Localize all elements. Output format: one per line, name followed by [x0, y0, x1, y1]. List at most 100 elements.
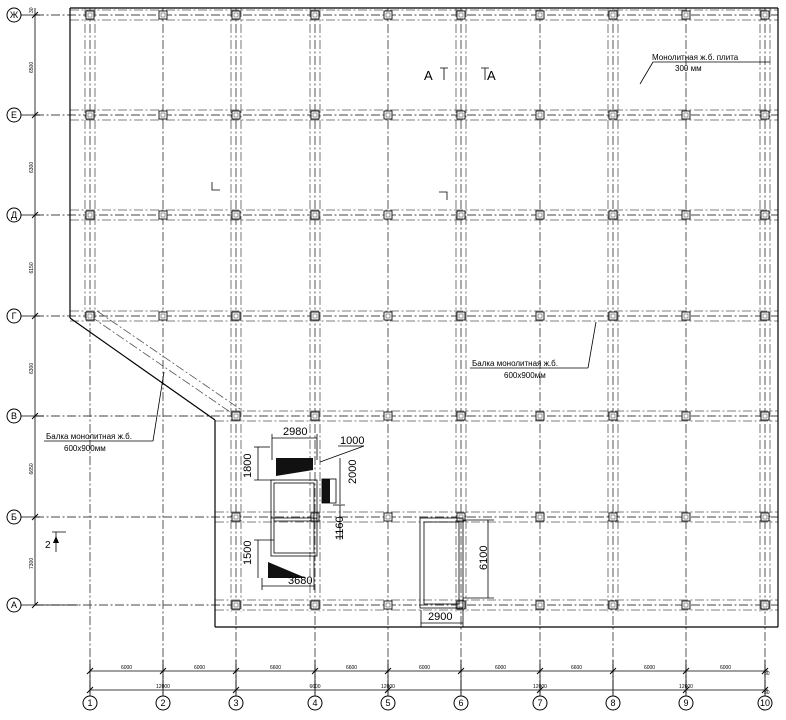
column-core	[312, 112, 318, 118]
column-core	[458, 514, 464, 520]
column-core	[762, 514, 768, 520]
column	[608, 411, 618, 421]
annotations-text: Монолитная ж.б. плита 300 мм Балка монол…	[29, 7, 770, 696]
column	[231, 600, 241, 610]
column	[535, 600, 545, 610]
axis-label-6: 6	[458, 698, 463, 708]
section-two-label: 2	[45, 540, 51, 551]
column	[608, 10, 618, 20]
column	[456, 210, 466, 220]
column-core	[87, 112, 93, 118]
column-core	[160, 112, 166, 118]
axis-label-4: 4	[312, 698, 317, 708]
column	[456, 600, 466, 610]
dim-left-span: 6650	[29, 463, 35, 474]
column-core	[762, 313, 768, 319]
column-core	[233, 112, 239, 118]
hatch-bottom	[268, 562, 306, 578]
column	[383, 512, 393, 522]
column	[456, 311, 466, 321]
dim-2000: 2000	[347, 460, 359, 484]
column	[383, 210, 393, 220]
column-core	[762, 112, 768, 118]
bottom-span-dims: 6000600066006600600060006600600060001200…	[121, 665, 731, 690]
dim-left-span: 6150	[29, 262, 35, 273]
column-core	[683, 313, 689, 319]
column-core	[385, 112, 391, 118]
column-core	[160, 313, 166, 319]
dim-1800: 1800	[242, 454, 254, 478]
column-core	[87, 12, 93, 18]
hatch-top	[276, 458, 313, 476]
column-core	[233, 413, 239, 419]
column	[681, 411, 691, 421]
column	[681, 600, 691, 610]
dim-1000: 1000	[340, 435, 364, 447]
column-core	[762, 413, 768, 419]
column	[85, 311, 95, 321]
axis-label-Ж: Ж	[10, 10, 19, 20]
column-core	[683, 12, 689, 18]
dim-2980: 2980	[283, 426, 307, 438]
column	[310, 411, 320, 421]
column	[760, 512, 770, 522]
column-core	[537, 602, 543, 608]
dim-bottom-row1: 6600	[346, 665, 357, 671]
slab-label-line1: Монолитная ж.б. плита	[652, 53, 739, 62]
column-core	[312, 602, 318, 608]
hatch-side	[322, 479, 330, 503]
column-core	[610, 112, 616, 118]
column	[231, 411, 241, 421]
dim-left-span: 6300	[29, 162, 35, 173]
section-a-left: А	[424, 68, 433, 83]
column-core	[458, 212, 464, 218]
dim-left-span: 7300	[29, 558, 35, 569]
column	[608, 512, 618, 522]
column-core	[385, 602, 391, 608]
column-core	[87, 212, 93, 218]
column	[535, 10, 545, 20]
bottom-edge-mark-2: 30	[764, 690, 770, 696]
dim-3680: 3680	[288, 575, 312, 587]
dim-1160: 1160	[334, 516, 346, 540]
column	[231, 512, 241, 522]
column	[535, 512, 545, 522]
dim-bottom-row1: 6000	[495, 665, 506, 671]
column	[383, 600, 393, 610]
dim-bottom-row1: 6000	[720, 665, 731, 671]
column-core	[610, 12, 616, 18]
bottom-edge-mark-1: 30	[764, 671, 770, 677]
column-core	[610, 212, 616, 218]
axis-label-Г: Г	[12, 311, 17, 321]
column-core	[233, 602, 239, 608]
grid-lines	[35, 8, 778, 700]
dim-bottom-row1: 6600	[270, 665, 281, 671]
column	[383, 311, 393, 321]
column	[310, 210, 320, 220]
axis-label-А: А	[11, 600, 17, 610]
column	[760, 10, 770, 20]
column-core	[312, 413, 318, 419]
column-core	[458, 313, 464, 319]
column-core	[233, 12, 239, 18]
column	[456, 110, 466, 120]
dim-bottom-row1: 6000	[419, 665, 430, 671]
column-core	[762, 602, 768, 608]
column	[231, 10, 241, 20]
column	[760, 110, 770, 120]
column	[608, 600, 618, 610]
column-core	[610, 602, 616, 608]
column-core	[385, 12, 391, 18]
axis-label-9: 9	[683, 698, 688, 708]
column	[681, 10, 691, 20]
column	[85, 10, 95, 20]
column-core	[610, 514, 616, 520]
column-core	[537, 112, 543, 118]
column-core	[537, 413, 543, 419]
section-marks	[52, 67, 489, 552]
axis-label-10: 10	[760, 698, 770, 708]
axis-label-Д: Д	[11, 210, 17, 220]
axis-label-В: В	[11, 411, 17, 421]
column	[608, 210, 618, 220]
